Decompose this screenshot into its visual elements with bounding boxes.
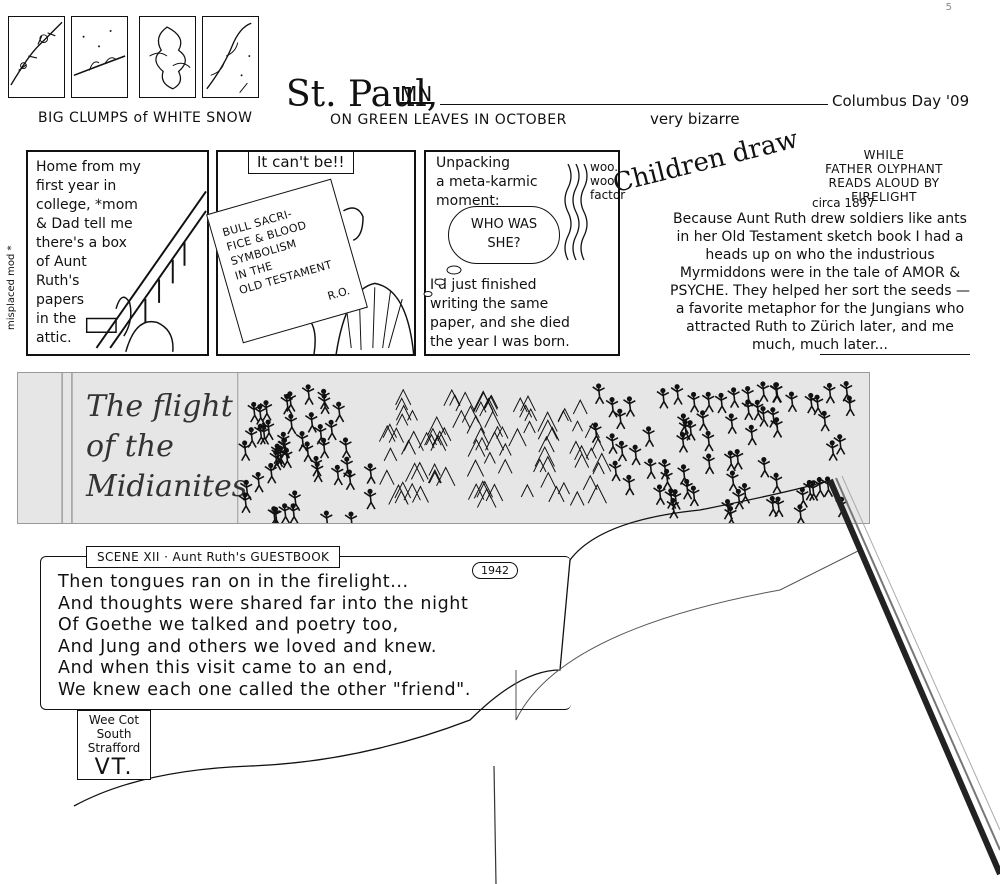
snow-thumbnail-3 <box>139 16 196 98</box>
banner-title: The flight of the Midianites <box>86 389 248 504</box>
banner-ruled-margin <box>61 373 239 523</box>
title-state: MN <box>400 82 433 106</box>
page-title: St. Paul, <box>286 74 439 115</box>
year-badge: 1942 <box>472 562 518 579</box>
thought-bubble-text: WHO WAS SHE? <box>470 217 538 251</box>
guestbook-poem: Then tongues ran on in the firelight... … <box>58 572 471 700</box>
snow-thumbnail-4 <box>202 16 259 98</box>
page-number: 5 <box>945 2 952 13</box>
bizarre-caption: very bizarre <box>650 110 740 128</box>
panel-meta-karmic-text: I'd just finished writing the same paper… <box>430 277 570 350</box>
leaves-caption: ON GREEN LEAVES IN OCTOBER <box>330 112 567 128</box>
panel-attic: Home from my first year in college, *mom… <box>26 150 209 356</box>
paragraph-underline <box>820 354 970 355</box>
paper-sign-text: BULL SACRI- FICE & BLOOD SYMBOLISM IN TH… <box>221 207 334 298</box>
banner-right-strip <box>870 372 1000 524</box>
paper-sign-initials: R.O. <box>326 284 352 303</box>
scene-label: SCENE XII · Aunt Ruth's GUESTBOOK <box>86 546 341 568</box>
snow-thumbnail-2 <box>71 16 128 98</box>
date-label: Columbus Day '09 <box>832 92 970 110</box>
exclamation-box: It can't be!! <box>248 152 354 174</box>
children-draw-label: Children draw <box>610 124 802 200</box>
title-underline <box>440 104 828 105</box>
midianites-banner: The flight of the Midianites <box>17 372 870 524</box>
attic-stairs-drawing <box>85 190 207 352</box>
place-small-text: Wee Cot South Strafford <box>87 713 141 755</box>
snow-caption: BIG CLUMPS of WHITE SNOW <box>38 110 253 126</box>
torn-paper-sketch <box>73 475 1000 884</box>
woo-wavy-lines <box>564 164 588 261</box>
circa-label: circa 1897 <box>812 196 875 210</box>
panel-attic-text: Home from my first year in college, *mom… <box>36 159 141 346</box>
side-note: misplaced mod * <box>6 245 17 330</box>
place-box: Wee Cot South Strafford VT. <box>77 710 151 780</box>
aunt-ruth-paragraph: Because Aunt Ruth drew soldiers like ant… <box>670 211 970 353</box>
woo-factor-label: woo. woo factor <box>590 160 626 202</box>
snow-thumbnail-1 <box>8 16 65 98</box>
place-big-text: VT. <box>94 755 134 780</box>
father-olyphant-label: WHILE FATHER OLYPHANT READS ALOUD BY FIR… <box>825 148 943 204</box>
panel-meta-karmic-heading: Unpacking a meta-karmic moment: <box>436 155 538 209</box>
thought-bubble: WHO WAS SHE? <box>448 206 560 264</box>
thought-bubble-tail <box>423 265 462 297</box>
